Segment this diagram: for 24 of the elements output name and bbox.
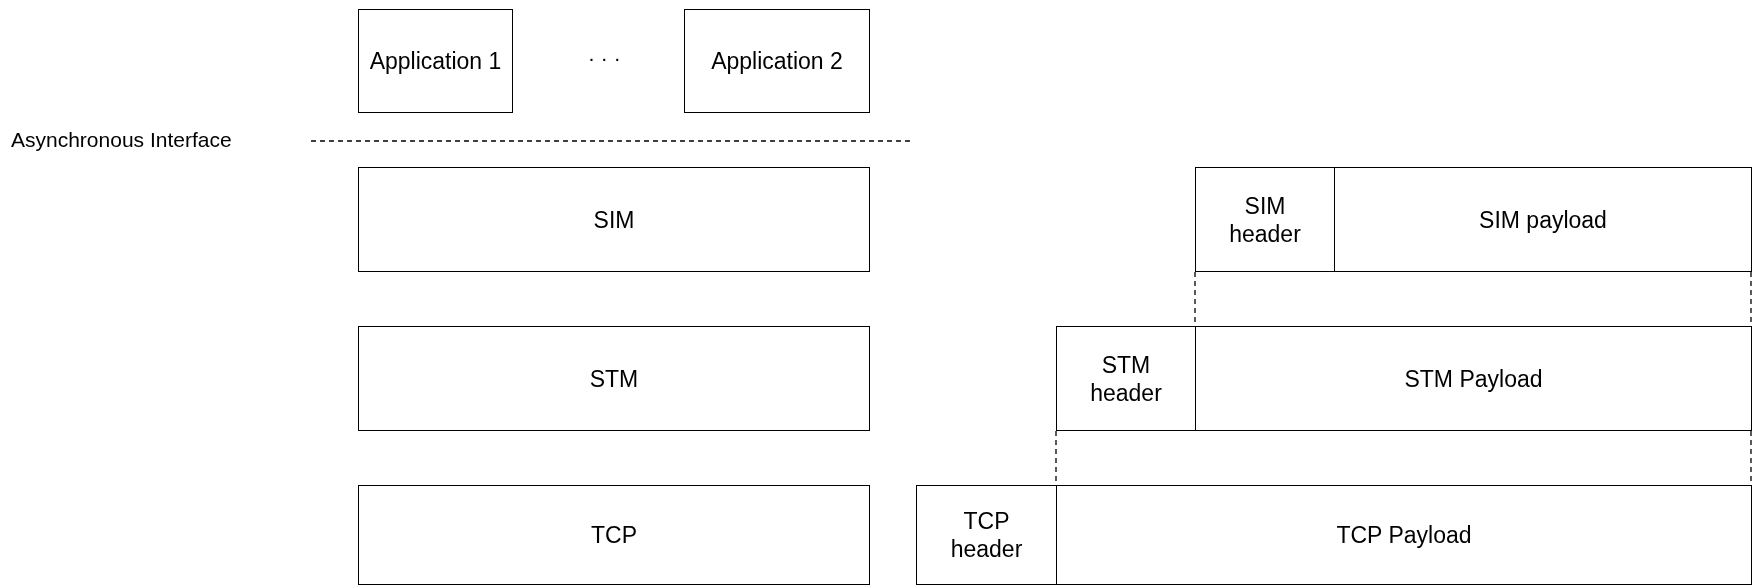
layer-box [358, 326, 870, 431]
interface-label: Asynchronous Interface [11, 128, 232, 152]
header-field [1056, 326, 1196, 431]
box-label: SIM payload [1479, 205, 1607, 234]
box-label: Application 1 [369, 47, 502, 75]
payload-field [1056, 485, 1752, 585]
box-label: STM Payload [1404, 364, 1543, 393]
box-label: TCP header [949, 507, 1024, 563]
ellipsis: · · · [588, 46, 621, 70]
payload-field [1334, 167, 1752, 272]
box-label: TCP [591, 521, 637, 549]
box-label: Application 2 [711, 47, 843, 75]
application-box [684, 9, 870, 113]
box-label: STM header [1089, 350, 1163, 407]
application-box [358, 9, 513, 113]
header-field [916, 485, 1057, 585]
box-label: SIM [593, 205, 635, 234]
header-field [1195, 167, 1335, 272]
payload-field [1195, 326, 1752, 431]
layer-box [358, 167, 870, 272]
layer-box [358, 485, 870, 585]
box-label: STM [589, 364, 639, 393]
box-label: TCP Payload [1336, 521, 1472, 549]
box-label: SIM header [1228, 191, 1302, 248]
